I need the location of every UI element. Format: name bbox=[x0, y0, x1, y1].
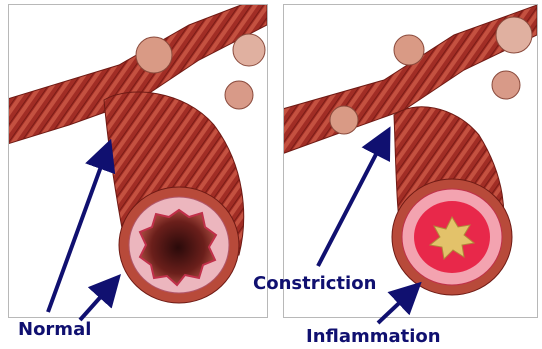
label-constriction: Constriction bbox=[253, 273, 376, 294]
label-inflammation: Inflammation bbox=[306, 326, 441, 347]
arrow-inflammation bbox=[378, 290, 413, 323]
label-normal: Normal bbox=[18, 319, 91, 340]
arrow-normal-airway bbox=[48, 150, 107, 312]
arrow-normal-wall bbox=[80, 283, 113, 320]
arrow-constriction bbox=[318, 137, 385, 266]
